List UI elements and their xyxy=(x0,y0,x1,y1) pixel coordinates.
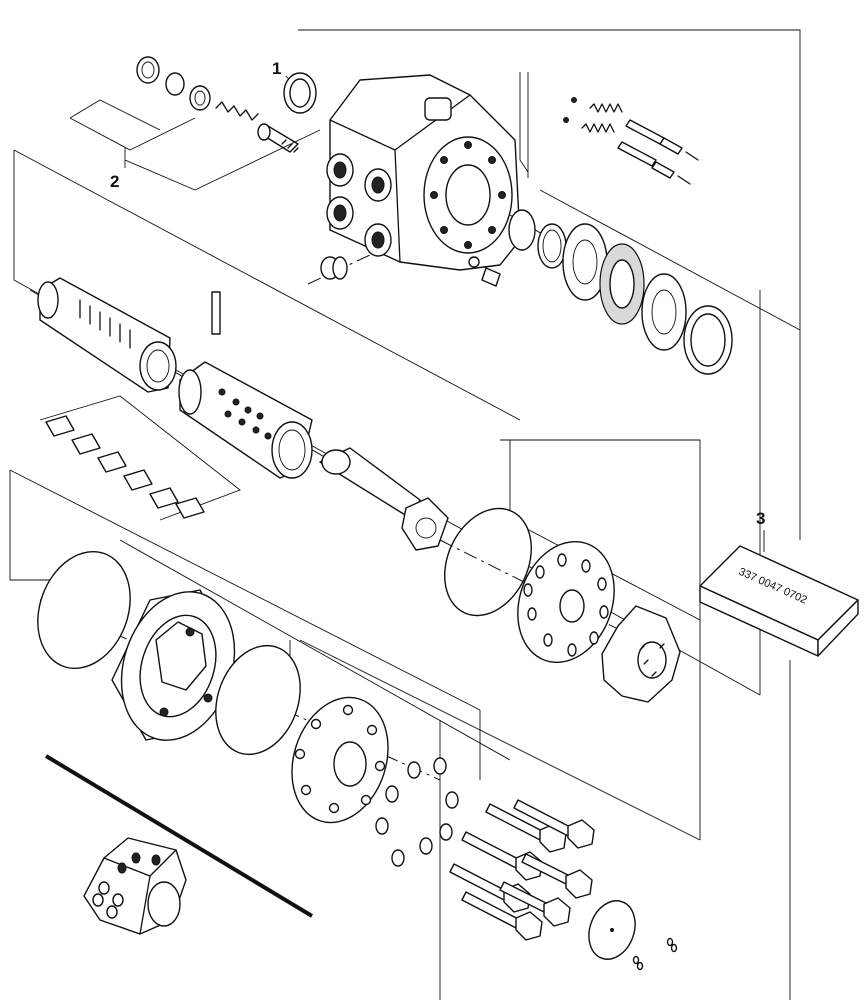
relief-pin-lower xyxy=(563,117,691,185)
housing-ports xyxy=(326,153,392,257)
relief-valve-pins xyxy=(519,72,699,185)
small-screws xyxy=(632,937,678,971)
end-cap xyxy=(291,696,389,824)
seal-ring-part xyxy=(283,72,317,114)
valve-spool-group xyxy=(136,56,299,153)
separator-line xyxy=(44,754,314,918)
valve-housing xyxy=(326,74,521,271)
gerotor-star xyxy=(601,605,681,703)
lower-motor-section xyxy=(37,550,441,824)
assembly-frame-lines xyxy=(9,29,801,1000)
distributor-plate xyxy=(517,540,615,664)
check-valve-parts xyxy=(307,254,501,287)
callout-2-label: 2 xyxy=(110,172,119,191)
spool-sleeve-group xyxy=(29,277,331,479)
seal-kit-box: 337 0047 0702 xyxy=(699,545,859,657)
drive-shaft xyxy=(319,447,449,551)
housing-bolt-holes xyxy=(430,141,506,249)
bolt xyxy=(521,853,593,899)
callout-3: 3 xyxy=(756,509,765,552)
gerotor-stator xyxy=(111,589,236,741)
bearing-stack xyxy=(508,209,733,375)
bolts xyxy=(449,799,595,941)
assembled-unit-thumbnail xyxy=(83,837,187,935)
bolt xyxy=(499,881,571,927)
callout-1-label: 1 xyxy=(272,59,281,78)
callout-3-label: 3 xyxy=(756,509,765,528)
spool xyxy=(37,277,177,393)
cover-plate xyxy=(588,900,636,960)
bolt xyxy=(461,891,543,941)
bolt xyxy=(513,799,595,849)
bolt xyxy=(485,803,567,853)
washers xyxy=(375,757,459,867)
sleeve xyxy=(178,361,313,479)
callout-2: 2 xyxy=(69,99,321,191)
relief-pin-upper xyxy=(571,97,699,161)
centering-springs xyxy=(39,395,241,521)
